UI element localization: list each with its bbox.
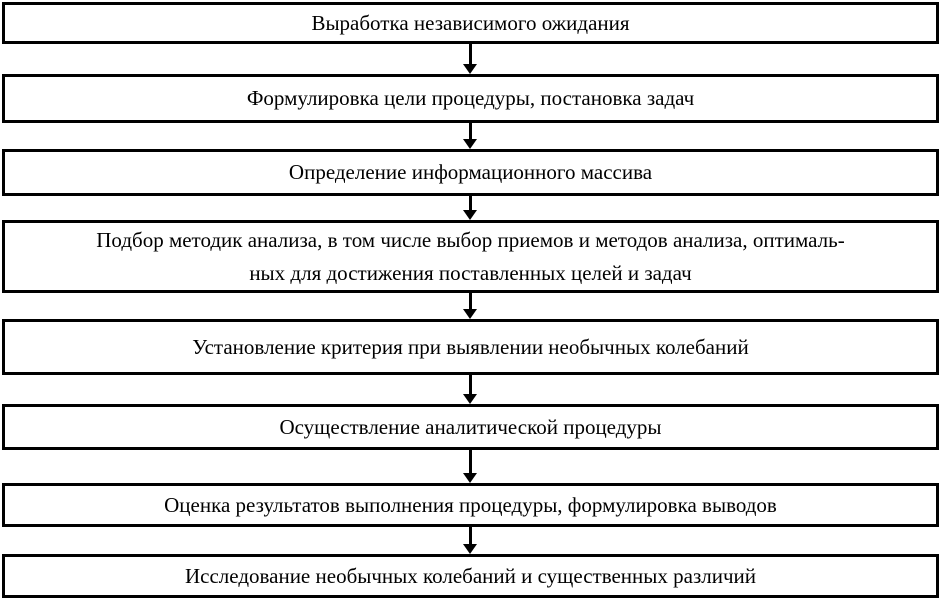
arrow-stem: [468, 44, 472, 66]
flow-step-8: Исследование необычных колебаний и сущес…: [2, 554, 939, 598]
flow-step-8-label: Исследование необычных колебаний и сущес…: [184, 563, 757, 588]
arrow-stem: [468, 293, 472, 311]
flow-step-5-label: Установление критерия при выявлении необ…: [192, 334, 749, 359]
flow-step-3: Определение информационного массива: [2, 149, 939, 196]
flow-step-2: Формулировка цели процедуры, постановка …: [2, 74, 939, 123]
arrow-head-icon: [463, 64, 477, 74]
arrow-head-icon: [463, 473, 477, 483]
down-arrow-connector-4: [462, 293, 478, 319]
flow-step-4-label: Подбор методик анализа, в том числе выбо…: [96, 227, 845, 285]
flow-step-4: Подбор методик анализа, в том числе выбо…: [2, 220, 939, 293]
flow-step-7-label: Оценка результатов выполнения процедуры,…: [164, 492, 777, 517]
flow-step-3-label: Определение информационного массива: [288, 160, 653, 185]
arrow-stem: [468, 196, 472, 212]
down-arrow-connector-7: [462, 527, 478, 554]
arrow-stem: [468, 450, 472, 475]
down-arrow-connector-5: [462, 375, 478, 404]
down-arrow-connector-3: [462, 196, 478, 220]
flow-step-5: Установление критерия при выявлении необ…: [2, 319, 939, 375]
flow-step-1: Выработка независимого ожидания: [2, 2, 939, 44]
arrow-stem: [468, 123, 472, 141]
down-arrow-connector-6: [462, 450, 478, 483]
arrow-head-icon: [463, 139, 477, 149]
down-arrow-connector-1: [462, 44, 478, 74]
arrow-head-icon: [463, 309, 477, 319]
flow-step-1-label: Выработка независимого ожидания: [311, 10, 630, 35]
down-arrow-connector-2: [462, 123, 478, 149]
arrow-head-icon: [463, 394, 477, 404]
flow-step-7: Оценка результатов выполнения процедуры,…: [2, 483, 939, 527]
arrow-head-icon: [463, 544, 477, 554]
flow-step-6: Осуществление аналитической процедуры: [2, 404, 939, 450]
flow-step-6-label: Осуществление аналитической процедуры: [279, 414, 662, 439]
arrow-stem: [468, 527, 472, 546]
arrow-head-icon: [463, 210, 477, 220]
flow-step-2-label: Формулировка цели процедуры, постановка …: [246, 86, 695, 111]
arrow-stem: [468, 375, 472, 396]
